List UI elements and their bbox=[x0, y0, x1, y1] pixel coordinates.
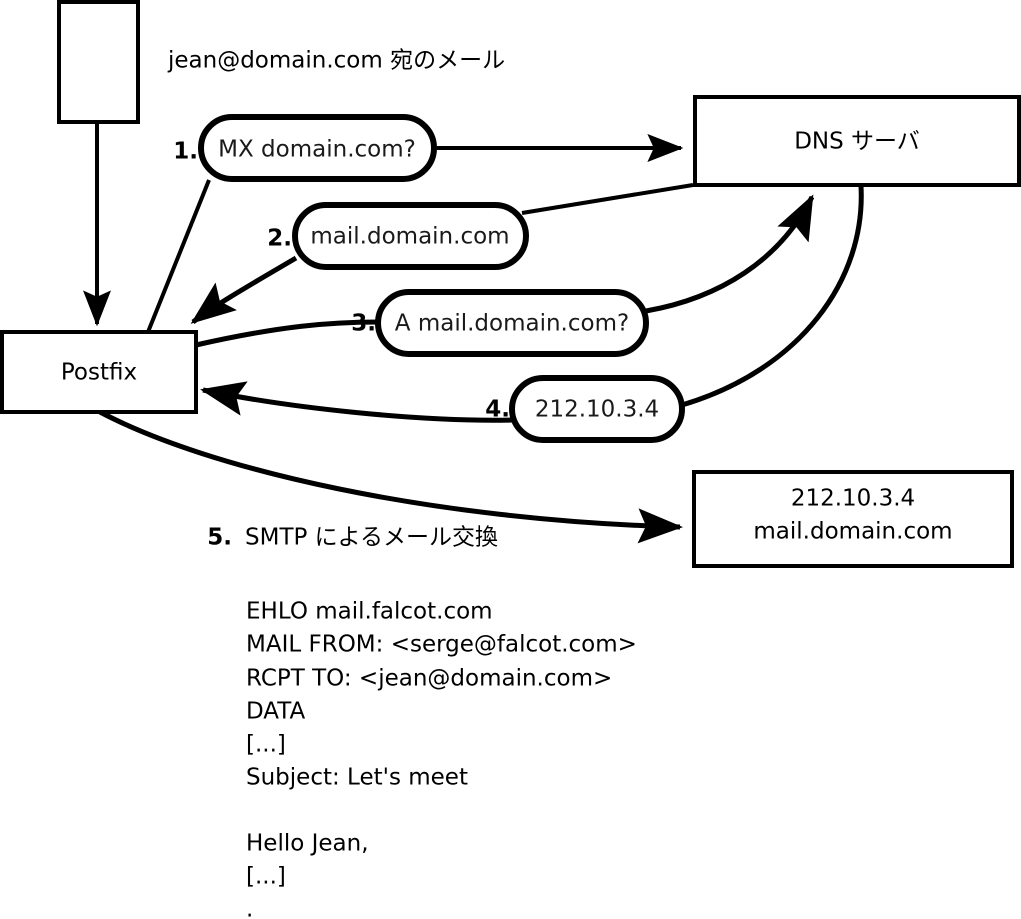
smtp-line: Subject: Let's meet bbox=[246, 765, 468, 791]
mail-destination-note: jean@domain.com 宛のメール bbox=[167, 48, 505, 74]
node-postfix[interactable] bbox=[0, 330, 198, 414]
step-number-1: 1. bbox=[173, 139, 198, 165]
edge-bubble3-to-dns bbox=[645, 194, 815, 314]
bubble-step-3[interactable] bbox=[375, 289, 649, 357]
node-mail-server[interactable] bbox=[692, 470, 1014, 568]
smtp-line: DATA bbox=[246, 699, 306, 725]
bubble-step-1-label: MX domain.com? bbox=[218, 137, 416, 163]
node-dns-server[interactable] bbox=[693, 95, 1021, 187]
node-postfix-label: Postfix bbox=[61, 360, 137, 386]
step-number-4: 4. bbox=[485, 397, 510, 423]
edge-bubble4-to-postfix bbox=[200, 381, 514, 423]
edge-dns-to-bubble4 bbox=[681, 185, 864, 408]
smtp-line: RCPT TO: <jean@domain.com> bbox=[246, 666, 612, 692]
smtp-transcript: EHLO mail.falcot.com MAIL FROM: <serge@f… bbox=[246, 599, 637, 919]
edge-bubble2-to-postfix bbox=[190, 255, 298, 324]
smtp-line: [...] bbox=[246, 864, 286, 890]
bubble-step-2-label: mail.domain.com bbox=[310, 224, 509, 250]
node-mail-server-host: mail.domain.com bbox=[753, 519, 952, 545]
smtp-line: Hello Jean, bbox=[246, 831, 369, 857]
bubble-step-4-label: 212.10.3.4 bbox=[535, 397, 659, 423]
node-dns-server-label: DNS サーバ bbox=[794, 129, 920, 155]
smtp-line: EHLO mail.falcot.com bbox=[246, 599, 493, 625]
bubble-step-4[interactable] bbox=[509, 375, 685, 443]
smtp-line: MAIL FROM: <serge@falcot.com> bbox=[246, 632, 637, 658]
edge-postfix-to-bubble1 bbox=[146, 179, 211, 333]
bubble-step-1[interactable] bbox=[198, 114, 437, 182]
edge-postfix-to-bubble3 bbox=[195, 319, 380, 348]
step-number-3: 3. bbox=[351, 311, 376, 337]
edge-postfix-to-mailserver bbox=[98, 409, 683, 544]
node-mail-server-ip: 212.10.3.4 bbox=[791, 486, 915, 512]
step-number-2: 2. bbox=[267, 226, 292, 252]
step-5-caption: SMTP によるメール交換 bbox=[245, 525, 498, 551]
bubble-step-3-label: A mail.domain.com? bbox=[395, 311, 629, 337]
bubble-step-2[interactable] bbox=[292, 202, 529, 270]
smtp-line: [...] bbox=[246, 732, 286, 758]
edge-dns-to-bubble2 bbox=[521, 183, 694, 215]
node-sender-host[interactable] bbox=[57, 0, 140, 124]
smtp-line: . bbox=[246, 897, 253, 919]
step-number-5: 5. bbox=[207, 525, 232, 551]
